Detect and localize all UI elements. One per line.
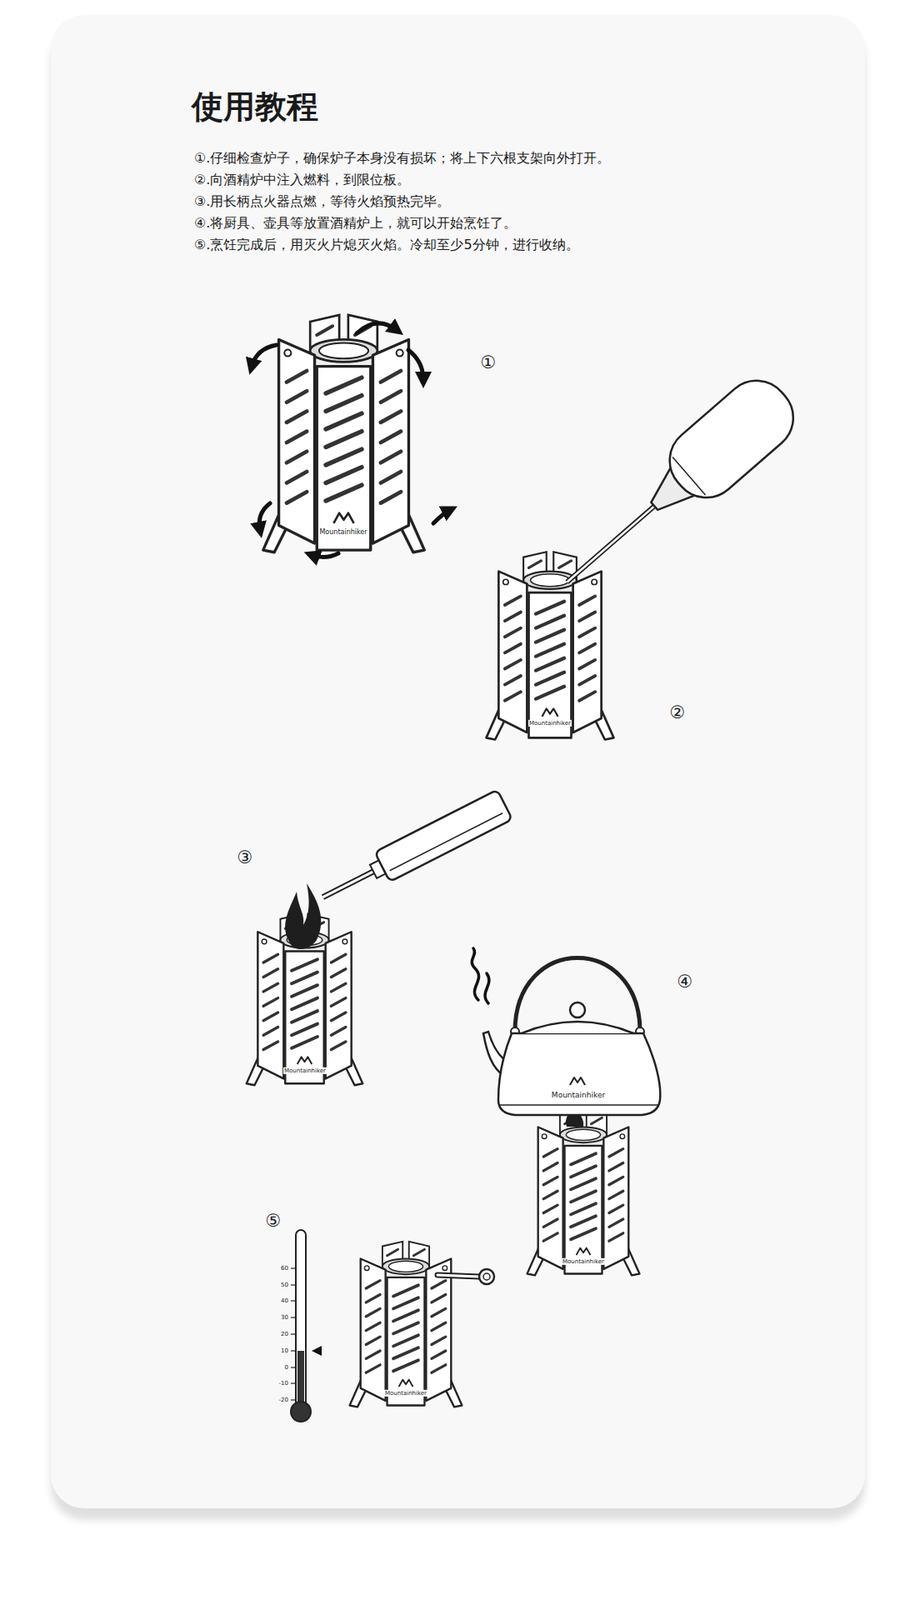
brand-logo: Mountainhiker [528, 720, 572, 727]
instruction-step: ⑤.烹饪完成后，用灭火片熄灭火焰。冷却至少5分钟，进行收纳。 [194, 236, 580, 253]
instruction-step: ②.向酒精炉中注入燃料，到限位板。 [194, 171, 410, 188]
scale-number: 30 [280, 1314, 289, 1321]
callout-number: ④ [677, 971, 694, 993]
instruction-step: ③.用长柄点火器点燃，等待火焰预热完毕。 [194, 193, 450, 210]
instruction-step: ④.将厨具、壶具等放置酒精炉上，就可以开始烹饪了。 [194, 215, 517, 231]
scale-number: -10 [279, 1380, 289, 1387]
scale-number: 10 [280, 1347, 289, 1355]
brand-logo: Mountainhiker [550, 1090, 606, 1100]
scale-number: -20 [279, 1396, 289, 1404]
callout-number: ⑤ [265, 1210, 282, 1232]
callout-number: ③ [237, 847, 254, 869]
scale-number: 20 [280, 1330, 289, 1338]
brand-logo: Mountainhiker [561, 1258, 605, 1265]
brand-logo: Mountainhiker [384, 1390, 428, 1397]
callout-number: ② [670, 702, 686, 724]
brand-logo: Mountainhiker [283, 1067, 327, 1075]
page-title: 使用教程 [191, 88, 319, 127]
brand-logo: Mountainhiker [318, 528, 368, 537]
callout-number: ① [480, 352, 497, 374]
scale-number: 40 [280, 1297, 289, 1305]
instruction-step: ①.仔细检查炉子，确保炉子本身没有损坏；将上下六根支架向外打开。 [194, 150, 610, 166]
scale-number: 0 [285, 1364, 289, 1371]
scale-number: 60 [280, 1265, 289, 1272]
scale-number: 50 [280, 1281, 289, 1289]
